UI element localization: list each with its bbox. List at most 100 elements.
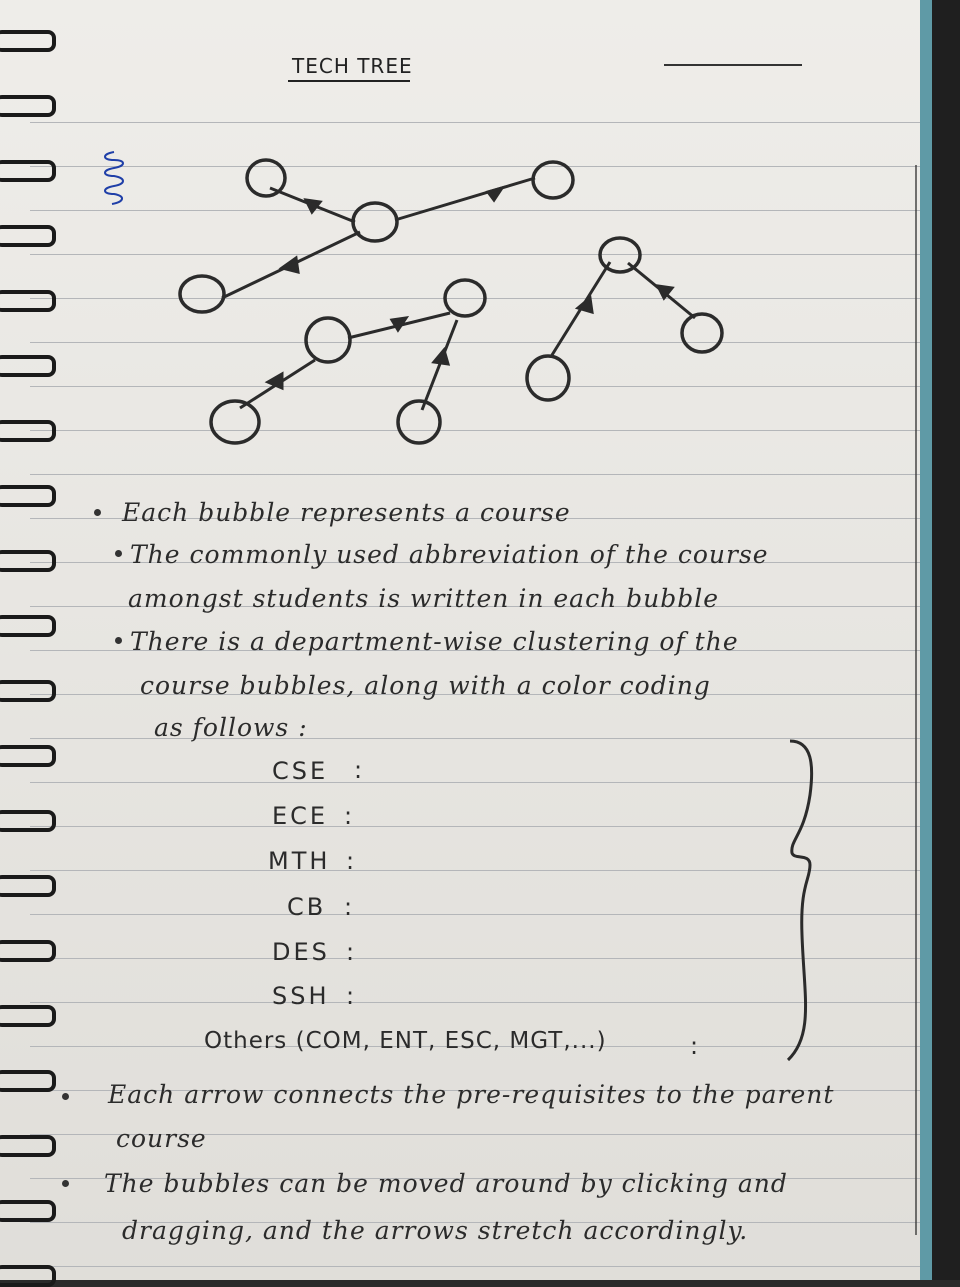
ruled-line — [30, 562, 922, 563]
ruled-line — [30, 1046, 922, 1047]
department-colon: : — [346, 847, 355, 875]
ruled-line — [30, 474, 922, 475]
ruled-line — [30, 606, 922, 607]
ruled-line — [30, 870, 922, 871]
spiral-ring — [0, 1265, 56, 1287]
note-line: course bubbles, along with a color codin… — [140, 671, 711, 700]
department-code-ssh: SSH — [272, 982, 330, 1010]
scribble-doodle — [104, 151, 124, 205]
spiral-ring — [0, 95, 56, 117]
spiral-ring — [0, 1135, 56, 1157]
margin-line — [915, 165, 917, 1235]
course-bubble — [525, 354, 571, 402]
department-colon: : — [354, 756, 363, 784]
ruled-line — [30, 518, 922, 519]
ruled-line — [30, 1134, 922, 1135]
course-bubble — [304, 316, 352, 364]
curly-brace — [786, 739, 814, 1062]
note-line: dragging, and the arrows stretch accordi… — [122, 1216, 749, 1245]
arrowhead — [655, 284, 675, 301]
spiral-ring — [0, 485, 56, 507]
note-line: The commonly used abbreviation of the co… — [130, 540, 769, 569]
department-code-mth: MTH — [268, 847, 331, 875]
ruled-line — [30, 298, 922, 299]
spiral-ring — [0, 1005, 56, 1027]
department-code-others: Others (COM, ENT, ESC, MGT,...) — [204, 1028, 607, 1054]
tech-tree-sketch — [178, 158, 724, 445]
note-line: Each bubble represents a course — [122, 498, 571, 527]
spiral-ring — [0, 550, 56, 572]
note-line: Each arrow connects the pre-requisites t… — [108, 1080, 835, 1109]
spiral-ring — [0, 160, 56, 182]
page-title: TECH TREE — [292, 54, 413, 78]
background-edge — [932, 0, 960, 1280]
note-line: as follows : — [154, 713, 308, 742]
course-bubble — [178, 274, 226, 314]
department-colon: : — [344, 802, 353, 830]
course-bubble — [396, 399, 442, 445]
department-colon: : — [690, 1032, 699, 1060]
ruled-line — [30, 254, 922, 255]
ruled-line — [30, 826, 922, 827]
ruled-line — [30, 650, 922, 651]
ruled-line — [30, 386, 922, 387]
arrowhead — [431, 346, 451, 366]
ruled-line — [30, 1090, 922, 1091]
course-bubble — [245, 158, 287, 198]
note-line: course — [116, 1124, 207, 1153]
spiral-ring — [0, 225, 56, 247]
bullet-dot — [115, 637, 122, 644]
ruled-line — [30, 1266, 922, 1267]
ruled-line — [30, 694, 922, 695]
spiral-ring — [0, 290, 56, 312]
course-bubble — [351, 201, 399, 243]
spiral-ring — [0, 680, 56, 702]
course-bubble — [443, 278, 487, 318]
bullet-dot — [62, 1093, 69, 1100]
notebook-page: TECH TREE — [0, 0, 930, 1287]
bullet-dot — [115, 550, 122, 557]
arrowhead — [278, 255, 300, 274]
bullet-dot — [94, 509, 101, 516]
arrowhead — [389, 316, 410, 333]
spiral-ring — [0, 30, 56, 52]
spiral-ring — [0, 355, 56, 377]
arrow-line — [420, 319, 459, 411]
department-colon: : — [344, 893, 353, 921]
department-code-cb: CB — [287, 893, 327, 921]
ruled-line — [30, 1222, 922, 1223]
note-line: amongst students is written in each bubb… — [128, 584, 720, 613]
date-line — [664, 64, 802, 66]
course-bubble — [598, 236, 642, 274]
department-colon: : — [346, 938, 355, 966]
department-code-cse: CSE — [272, 757, 329, 785]
arrowhead — [264, 371, 284, 391]
title-underline — [288, 80, 410, 82]
ruled-line — [30, 738, 922, 739]
department-code-ece: ECE — [272, 802, 329, 830]
bullet-dot — [62, 1180, 69, 1187]
ruled-line — [30, 914, 922, 915]
arrowhead — [574, 295, 594, 315]
ruled-line — [30, 122, 922, 123]
arrowhead — [485, 185, 506, 203]
department-colon: : — [346, 982, 355, 1010]
ruled-line — [30, 1178, 922, 1179]
course-bubble — [209, 399, 261, 445]
arrowhead — [303, 198, 323, 215]
page-edge — [920, 0, 932, 1280]
ruled-line — [30, 1002, 922, 1003]
arrow-line — [394, 176, 536, 222]
ruled-line — [30, 342, 922, 343]
department-code-des: DES — [272, 938, 330, 966]
spiral-ring — [0, 420, 56, 442]
course-bubble — [531, 160, 575, 200]
ruled-line — [30, 958, 922, 959]
spiral-ring — [0, 1200, 56, 1222]
spiral-ring — [0, 745, 56, 767]
ruled-line — [30, 210, 922, 211]
spiral-ring — [0, 1070, 56, 1092]
spiral-ring — [0, 810, 56, 832]
course-bubble — [680, 312, 724, 354]
note-line: There is a department-wise clustering of… — [130, 627, 739, 656]
